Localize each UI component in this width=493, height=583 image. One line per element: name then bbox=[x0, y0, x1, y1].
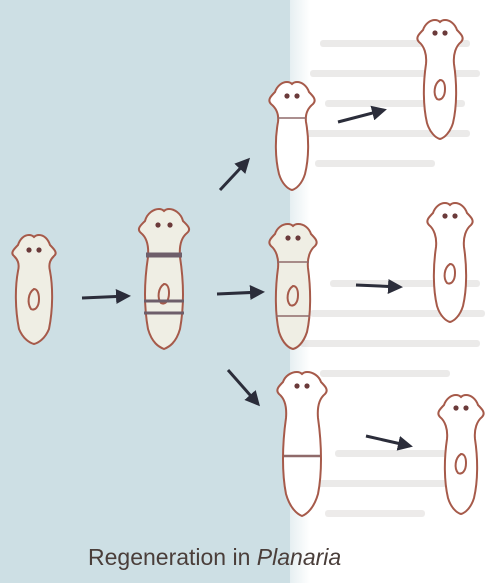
arrow-icon bbox=[228, 370, 258, 404]
arrow-icon bbox=[217, 292, 262, 294]
cut-planaria-worm-icon bbox=[139, 209, 189, 349]
arrow-icon bbox=[82, 296, 128, 298]
regenerated-worm-bottom-icon bbox=[438, 395, 483, 514]
arrow-icon bbox=[366, 436, 410, 446]
regenerated-worm-middle-icon bbox=[427, 203, 472, 322]
arrow-icon bbox=[220, 160, 248, 190]
head-fragment-worm-icon bbox=[269, 82, 314, 190]
figure-caption: Regeneration in Planaria bbox=[88, 540, 478, 574]
regenerated-worm-top-icon bbox=[417, 20, 462, 139]
caption-prefix: Regeneration in bbox=[88, 544, 257, 570]
middle-fragment-worm-icon bbox=[269, 224, 316, 349]
arrow-icon bbox=[356, 285, 400, 287]
tail-fragment-worm-icon bbox=[277, 372, 326, 516]
arrow-icon bbox=[338, 110, 384, 122]
planaria-worm-icon bbox=[12, 235, 55, 344]
caption-organism-name: Planaria bbox=[257, 544, 341, 570]
